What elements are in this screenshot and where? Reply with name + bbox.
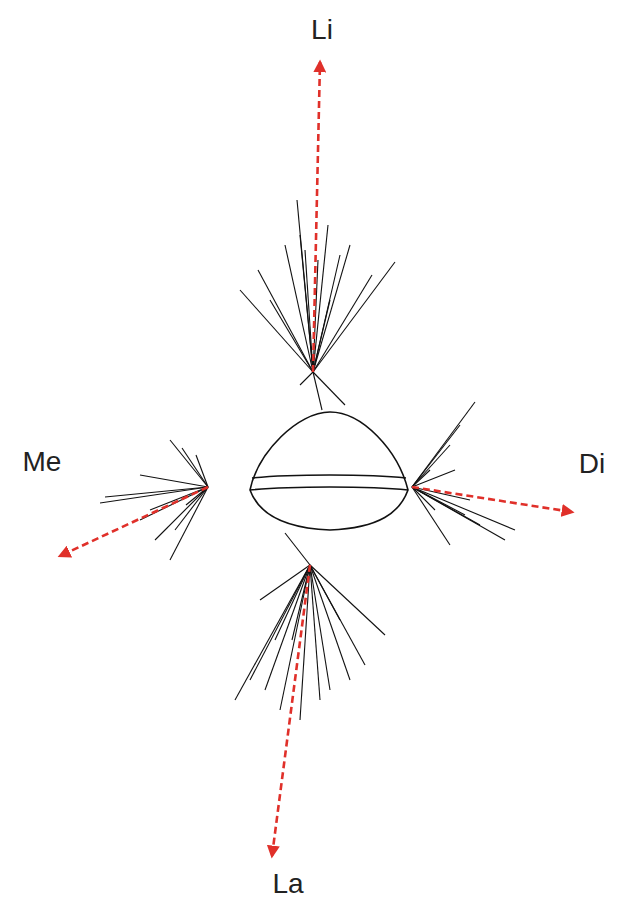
resultant-arrow [60, 62, 572, 856]
distal-cluster [412, 402, 515, 545]
mesial-cluster [100, 440, 208, 560]
direction-label: Li [311, 15, 333, 46]
vector-cluster [100, 200, 515, 720]
lingual-cluster [240, 200, 395, 410]
direction-label: Di [579, 449, 605, 480]
labial-cluster [235, 533, 385, 720]
direction-label: Me [23, 447, 62, 478]
direction-label: La [272, 869, 303, 900]
tooth-outline [250, 412, 408, 530]
